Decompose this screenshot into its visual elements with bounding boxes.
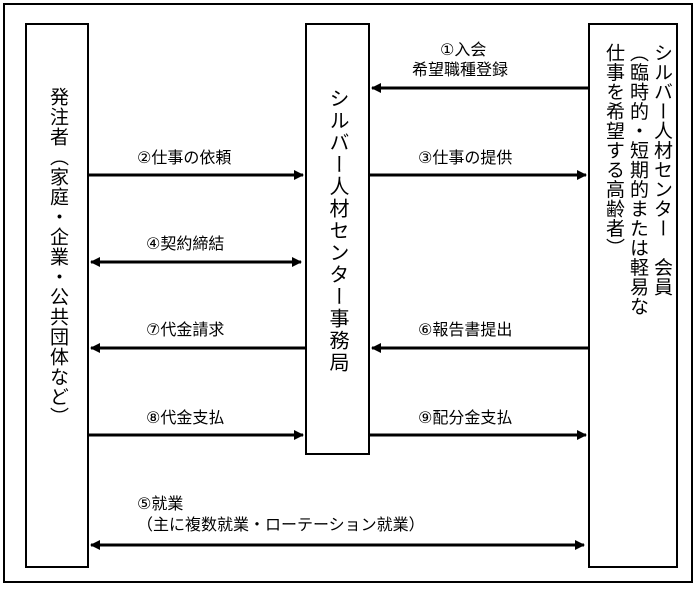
client-box: 発注者（家庭・企業・公共団体など） — [25, 23, 89, 568]
member-label-line-1: シルバー人材センター 会員 — [651, 43, 673, 297]
label-report: ⑥報告書提出 — [418, 320, 513, 339]
office-box: シルバー人材センター事務局 — [305, 23, 370, 455]
member-box: シルバー人材センター 会員 （臨時的・短期的または軽易な 仕事を希望する高齢者） — [588, 23, 678, 568]
office-label: シルバー人材センター事務局 — [326, 88, 350, 374]
label-payment: ⑧代金支払 — [146, 408, 225, 427]
label-registration-1: ①入会 — [440, 40, 487, 59]
label-distribution: ⑨配分金支払 — [418, 408, 513, 427]
member-label: シルバー人材センター 会員 （臨時的・短期的または軽易な 仕事を希望する高齢者） — [598, 43, 674, 553]
outer-frame — [3, 3, 693, 583]
client-label: 発注者（家庭・企業・公共団体など） — [47, 87, 69, 427]
label-work-2: （主に複数就業・ローテーション就業） — [137, 515, 425, 534]
label-work-1: ⑤就業 — [137, 494, 184, 513]
member-label-line-2: （臨時的・短期的または軽易な — [627, 43, 649, 316]
label-job-offer: ③仕事の提供 — [418, 148, 513, 167]
label-job-request: ②仕事の依頼 — [137, 148, 232, 167]
label-contract: ④契約締結 — [146, 234, 225, 253]
label-billing: ⑦代金請求 — [146, 320, 225, 339]
label-registration-2: 希望職種登録 — [412, 60, 509, 79]
member-label-line-3: 仕事を希望する高齢者） — [603, 43, 625, 258]
